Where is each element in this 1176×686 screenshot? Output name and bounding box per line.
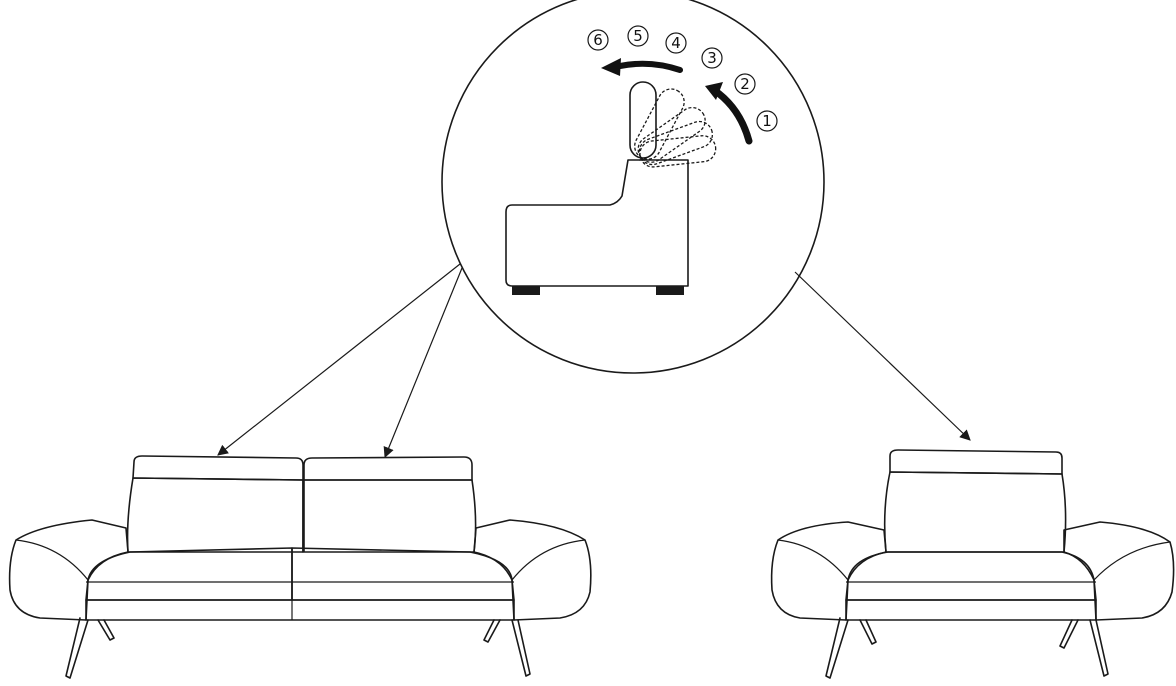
armchair-leg <box>859 619 877 645</box>
seat-foot-right <box>656 286 684 295</box>
position-label-6: 6 <box>587 29 609 51</box>
sofa-leg <box>511 619 531 677</box>
svg-text:3: 3 <box>707 49 717 67</box>
armchair-seat-cushion <box>845 551 1097 601</box>
sofa-leg <box>65 617 89 679</box>
leader-arrow-sofa-right <box>383 267 463 459</box>
armchair-leg <box>1059 619 1079 649</box>
headrest-positions <box>629 81 717 168</box>
armchair-backrest <box>883 471 1067 553</box>
sofa-arm-left <box>8 519 129 621</box>
svg-text:6: 6 <box>593 31 603 49</box>
sofa-base <box>85 599 515 621</box>
headrest-position-ghost <box>639 135 717 168</box>
rotation-arc-upper <box>617 60 683 73</box>
armchair-arm-right <box>1063 521 1175 621</box>
position-labels: 1 2 3 4 5 6 <box>587 25 778 132</box>
seat-foot-left <box>512 286 540 295</box>
sofa-seat-cushion-right <box>291 547 515 601</box>
rotation-arrowhead-lower <box>705 82 723 100</box>
armchair-leg <box>1089 619 1109 677</box>
position-label-4: 4 <box>665 32 687 54</box>
svg-text:4: 4 <box>671 34 681 52</box>
sofa-arm-right <box>473 519 592 621</box>
svg-text:5: 5 <box>633 27 643 45</box>
seat-side-view <box>505 159 689 295</box>
leader-arrow-sofa-left <box>217 263 461 456</box>
sofa-seat-cushion-left <box>85 547 293 601</box>
leader-arrow-armchair <box>794 271 971 441</box>
sofa-headrest-left <box>132 455 304 481</box>
position-label-3: 3 <box>701 47 723 69</box>
sofa-leg <box>97 619 115 641</box>
armchair <box>770 449 1175 679</box>
headrest-upright <box>629 81 657 159</box>
svg-text:2: 2 <box>740 75 750 93</box>
position-label-2: 2 <box>734 73 756 95</box>
sofa-backrest-right <box>303 479 477 553</box>
armchair-base <box>845 599 1097 621</box>
detail-circle <box>441 0 825 374</box>
armchair-arm-left <box>770 521 887 621</box>
position-label-5: 5 <box>627 25 649 47</box>
sofa-headrest-right <box>303 456 473 481</box>
sofa-leg <box>483 619 501 643</box>
rotation-arrowhead-upper <box>601 58 621 76</box>
rotation-arc-lower <box>710 86 753 145</box>
sofa-two-seater <box>8 455 592 679</box>
headrest-position-ghost <box>634 88 685 160</box>
armchair-leg <box>825 617 849 679</box>
svg-text:1: 1 <box>762 112 772 130</box>
position-label-1: 1 <box>756 110 778 132</box>
sofa-backrest-left <box>126 477 304 553</box>
detail-callout: 1 2 3 4 5 6 <box>441 0 825 374</box>
armchair-headrest <box>889 449 1063 475</box>
